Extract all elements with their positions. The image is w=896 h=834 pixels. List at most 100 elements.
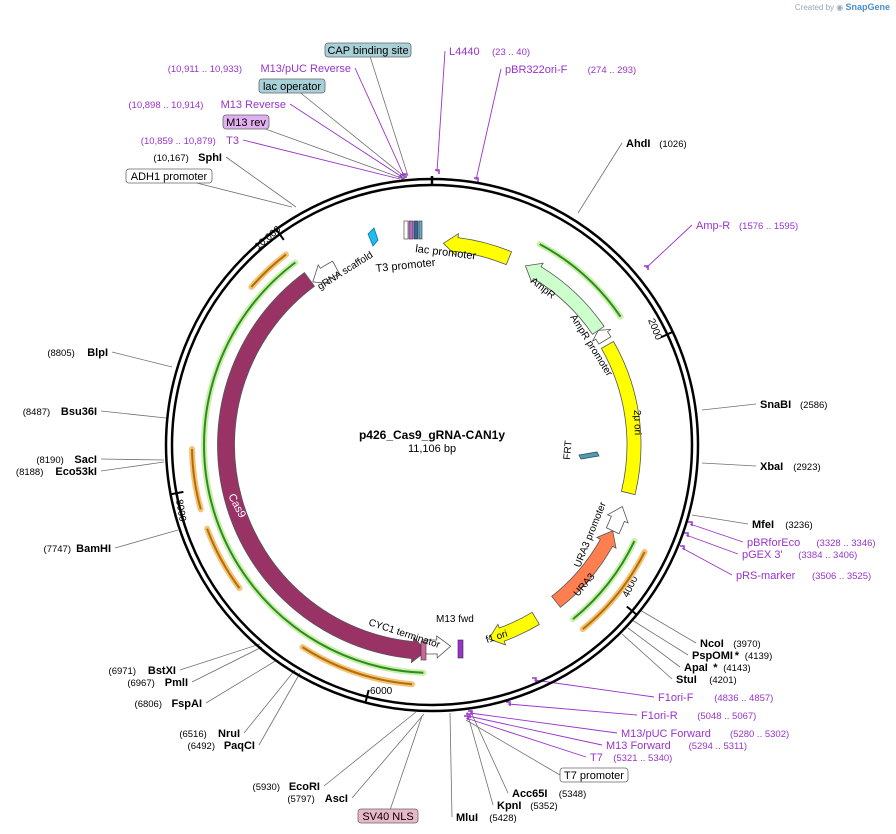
enzyme-name: NcoI xyxy=(700,638,724,650)
enzyme-site-ncoi[interactable]: NcoI(3970) xyxy=(700,638,761,650)
feature-label-2-ori: 2μ ori xyxy=(631,410,643,436)
boxed-label-adh1-promoter[interactable]: ADH1 promoter xyxy=(125,168,213,184)
enzyme-site-eco53ki[interactable]: Eco53kI(8188) xyxy=(16,466,97,478)
enzyme-site-asci[interactable]: AscI(5797) xyxy=(287,793,348,805)
primer-range: (3328 .. 3346) xyxy=(816,538,875,549)
feature-cas9[interactable] xyxy=(217,272,428,664)
feature-f1-ori[interactable] xyxy=(488,611,540,646)
feature-ura3[interactable] xyxy=(551,530,617,608)
enzyme-name: BstXI xyxy=(148,665,176,677)
enzyme-position: (5352) xyxy=(530,801,557,812)
boxed-label-leader-lac-operator xyxy=(291,85,407,179)
enzyme-position: (8805) xyxy=(47,348,74,359)
enzyme-site-snabi[interactable]: SnaBI(2586) xyxy=(760,399,827,411)
enzyme-site-nrui[interactable]: NruI(6516) xyxy=(179,728,240,740)
feature-ampr[interactable] xyxy=(524,262,605,335)
boxed-label-text: CAP binding site xyxy=(327,45,408,57)
primer-amp-r[interactable]: Amp-R(1576 .. 1595) xyxy=(696,220,798,232)
primer-range: (10,911 .. 10,933) xyxy=(168,64,242,75)
enzyme-site-bamhi[interactable]: BamHI(7747) xyxy=(44,543,111,555)
primer-l4440[interactable]: L4440(23 .. 40) xyxy=(449,46,530,58)
enzyme-site-mlui[interactable]: MluI(5428) xyxy=(456,812,517,824)
primer-m13-forward[interactable]: M13 Forward(5294 .. 5311) xyxy=(606,740,747,752)
enzyme-position: (6516) xyxy=(179,729,206,740)
enzyme-name: SacI xyxy=(74,454,97,466)
feature-frt[interactable] xyxy=(578,451,600,460)
enzyme-site-pmli[interactable]: PmlI(6967) xyxy=(127,677,188,689)
enzyme-site-blpi[interactable]: BlpI(8805) xyxy=(47,347,108,359)
boxed-label-sv40-nls[interactable]: SV40 NLS xyxy=(357,808,419,824)
primer-m13-puc-reverse[interactable]: M13/pUC Reverse (10,911 .. 10,933) xyxy=(168,63,351,75)
boxed-label-cap-binding-site[interactable]: CAP binding site xyxy=(324,42,412,58)
enzyme-name: PmlI xyxy=(165,677,188,689)
enzyme-position: (2923) xyxy=(793,462,820,473)
enzyme-site-kpni[interactable]: KpnI(5352) xyxy=(497,800,558,812)
primer-t3[interactable]: T3(10,859 .. 10,879) xyxy=(141,135,239,147)
enzyme-site-sphi[interactable]: SphI(10,167) xyxy=(153,152,222,164)
enzyme-leader-bstxi xyxy=(179,643,261,671)
enzyme-site-bstxi[interactable]: BstXI (6971) xyxy=(109,665,176,677)
enzyme-site-stui[interactable]: StuI(4201) xyxy=(676,674,737,686)
credit-brand: SnapGene xyxy=(845,2,890,12)
snapgene-credit: Created by ◉ SnapGene xyxy=(795,2,890,12)
feature-label-t3-promoter: T3 promoter xyxy=(375,257,436,275)
enzyme-leader-saci xyxy=(100,458,165,461)
enzyme-leader-asci xyxy=(351,713,425,799)
boxed-label-box xyxy=(258,78,326,94)
enzyme-site-bsu36i[interactable]: Bsu36I(8487) xyxy=(23,406,97,418)
enzyme-position: (6492) xyxy=(188,741,215,752)
enzyme-site-apai[interactable]: ApaI*(4143) xyxy=(684,662,751,674)
feature-ori[interactable] xyxy=(442,232,513,266)
primer-name: M13/pUC Reverse xyxy=(261,63,351,75)
primer-t7[interactable]: T7(5321 .. 5340) xyxy=(590,752,672,764)
primer-pbrforeco[interactable]: pBRforEco(3328 .. 3346) xyxy=(747,537,876,549)
feature-ampr-promoter[interactable] xyxy=(592,329,612,345)
primer-prs-marker[interactable]: pRS-marker(3506 .. 3525) xyxy=(736,570,871,582)
primer-f1ori-f[interactable]: F1ori-F(4836 .. 4857) xyxy=(658,692,773,704)
enzyme-leader-snabi xyxy=(701,403,757,411)
enzyme-name: SnaBI xyxy=(760,399,791,411)
primer-range: (3384 .. 3406) xyxy=(798,550,857,561)
primer-leader-l4440 xyxy=(436,50,446,173)
enzyme-site-ahdi[interactable]: AhdI(1026) xyxy=(626,138,687,150)
feature-t3-promoter-arrow[interactable] xyxy=(367,227,379,247)
enzyme-site-ecori[interactable]: EcoRI(5930) xyxy=(253,781,320,793)
tick-label-8000: 8000 xyxy=(173,499,188,523)
enzyme-leader-ecori xyxy=(323,711,417,787)
enzyme-leader-apai xyxy=(627,627,681,668)
primer-pgex-3[interactable]: pGEX 3'(3384 .. 3406) xyxy=(742,549,857,561)
primer-f1ori-r[interactable]: F1ori-R(5048 .. 5067) xyxy=(641,710,756,722)
tick-mark-8000 xyxy=(169,490,184,496)
enzyme-name: PaqCI xyxy=(224,740,255,752)
lac-region-element-3 xyxy=(418,220,423,240)
enzyme-position: (6971) xyxy=(109,666,136,677)
boxed-label-text: SV40 NLS xyxy=(362,811,413,823)
primer-leader-m13-reverse xyxy=(289,103,403,178)
enzyme-site-xbai[interactable]: XbaI(2923) xyxy=(760,461,821,473)
enzyme-site-saci[interactable]: SacI(8190) xyxy=(36,454,97,466)
enzyme-position: (5428) xyxy=(489,813,516,824)
boxed-label-lac-operator[interactable]: lac operator xyxy=(258,78,326,94)
enzyme-site-paqci[interactable]: PaqCI (6492) xyxy=(188,740,255,752)
primer-leader-pbr322ori-f xyxy=(475,68,502,181)
feature-grna-scaffold[interactable] xyxy=(312,260,340,285)
primer-pbr322ori-f[interactable]: pBR322ori-F(274 .. 293) xyxy=(505,64,636,76)
boxed-label-box xyxy=(324,42,412,58)
primer-m13-puc-forward[interactable]: M13/pUC Forward(5280 .. 5302) xyxy=(621,728,789,740)
enzyme-site-mfei[interactable]: MfeI(3236) xyxy=(752,519,813,531)
enzyme-leader-blpi xyxy=(111,351,173,368)
primer-range: (5321 .. 5340) xyxy=(613,753,672,764)
cas9-orf-track-1 xyxy=(301,646,413,686)
boxed-label-t7-promoter[interactable]: T7 promoter xyxy=(559,767,629,783)
enzyme-site-acc65i[interactable]: Acc65I(5348) xyxy=(512,788,586,800)
enzyme-site-pspomi[interactable]: PspOMI*(4139) xyxy=(692,650,772,662)
boxed-label-m13-rev[interactable]: M13 rev xyxy=(222,114,270,130)
feature-2-ori[interactable] xyxy=(600,340,642,496)
enzyme-star: * xyxy=(735,650,740,662)
enzyme-leader-ncoi xyxy=(639,609,697,644)
feature-ura3-promoter[interactable] xyxy=(605,506,629,535)
enzyme-name: BamHI xyxy=(76,543,111,555)
enzyme-site-fspai[interactable]: FspAI(6806) xyxy=(135,698,202,710)
primer-range: (10,898 .. 10,914) xyxy=(128,100,203,111)
primer-m13-reverse[interactable]: M13 Reverse(10,898 .. 10,914) xyxy=(128,99,286,111)
